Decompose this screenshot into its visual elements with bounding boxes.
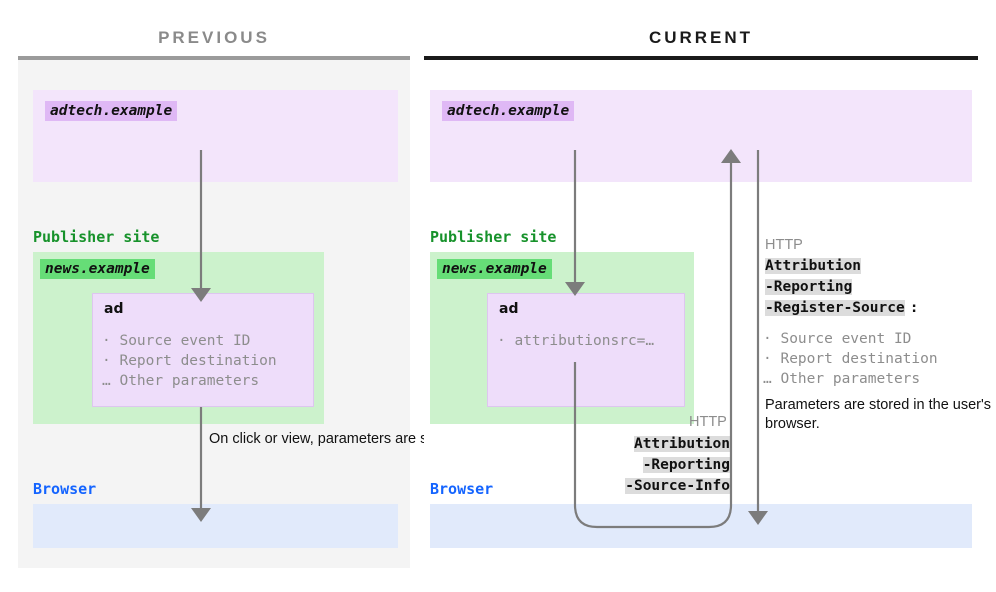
current-http-label-request: HTTP	[689, 414, 727, 430]
current-response-header-line3-text: -Register-Source	[765, 300, 905, 316]
panel-title-current: CURRENT	[648, 28, 754, 47]
panel-title-previous: PREVIOUS	[158, 28, 270, 47]
previous-adtech-tag: adtech.example	[45, 101, 178, 121]
current-response-params: · Source event ID · Report destination ……	[763, 331, 938, 387]
previous-news-tag-wrap: news.example	[40, 259, 155, 279]
current-http-label-response: HTTP	[765, 237, 803, 253]
current-note: Parameters are stored in the user's brow…	[765, 397, 992, 432]
previous-ad-params: · Source event ID · Report destination ……	[102, 333, 277, 389]
current-ad-label: ad	[499, 301, 519, 317]
current-publisher-label: Publisher site	[430, 228, 557, 246]
current-news-tag: news.example	[437, 259, 552, 279]
previous-browser-label: Browser	[33, 480, 97, 498]
current-request-header-line3: -Source-Info	[560, 478, 730, 494]
current-adtech-tag-wrap: adtech.example	[442, 101, 575, 121]
current-adtech-tag: adtech.example	[442, 101, 575, 121]
previous-browser-zone	[33, 504, 398, 548]
current-response-header-line2-text: -Reporting	[765, 279, 853, 295]
current-response-header-line1-text: Attribution	[765, 258, 862, 274]
current-ad-params: · attributionsrc=…	[497, 333, 655, 349]
current-news-tag-wrap: news.example	[437, 259, 552, 279]
current-request-header-line1: Attribution	[560, 436, 730, 452]
current-request-header-line1-text: Attribution	[633, 436, 730, 452]
current-request-header-line3-text: -Source-Info	[625, 478, 730, 494]
previous-publisher-label: Publisher site	[33, 228, 160, 246]
current-response-header-line1: Attribution	[765, 258, 862, 274]
current-response-header-line3: -Register-Source:	[765, 300, 918, 316]
current-browser-zone	[430, 504, 972, 548]
current-response-header-line2: -Reporting	[765, 279, 853, 295]
current-browser-label: Browser	[430, 480, 494, 498]
current-request-header-line2: -Reporting	[560, 457, 730, 473]
current-response-header-colon: :	[909, 300, 919, 316]
previous-adtech-tag-wrap: adtech.example	[45, 101, 178, 121]
current-request-header-line2-text: -Reporting	[642, 457, 730, 473]
previous-ad-label: ad	[104, 301, 124, 317]
previous-news-tag: news.example	[40, 259, 155, 279]
